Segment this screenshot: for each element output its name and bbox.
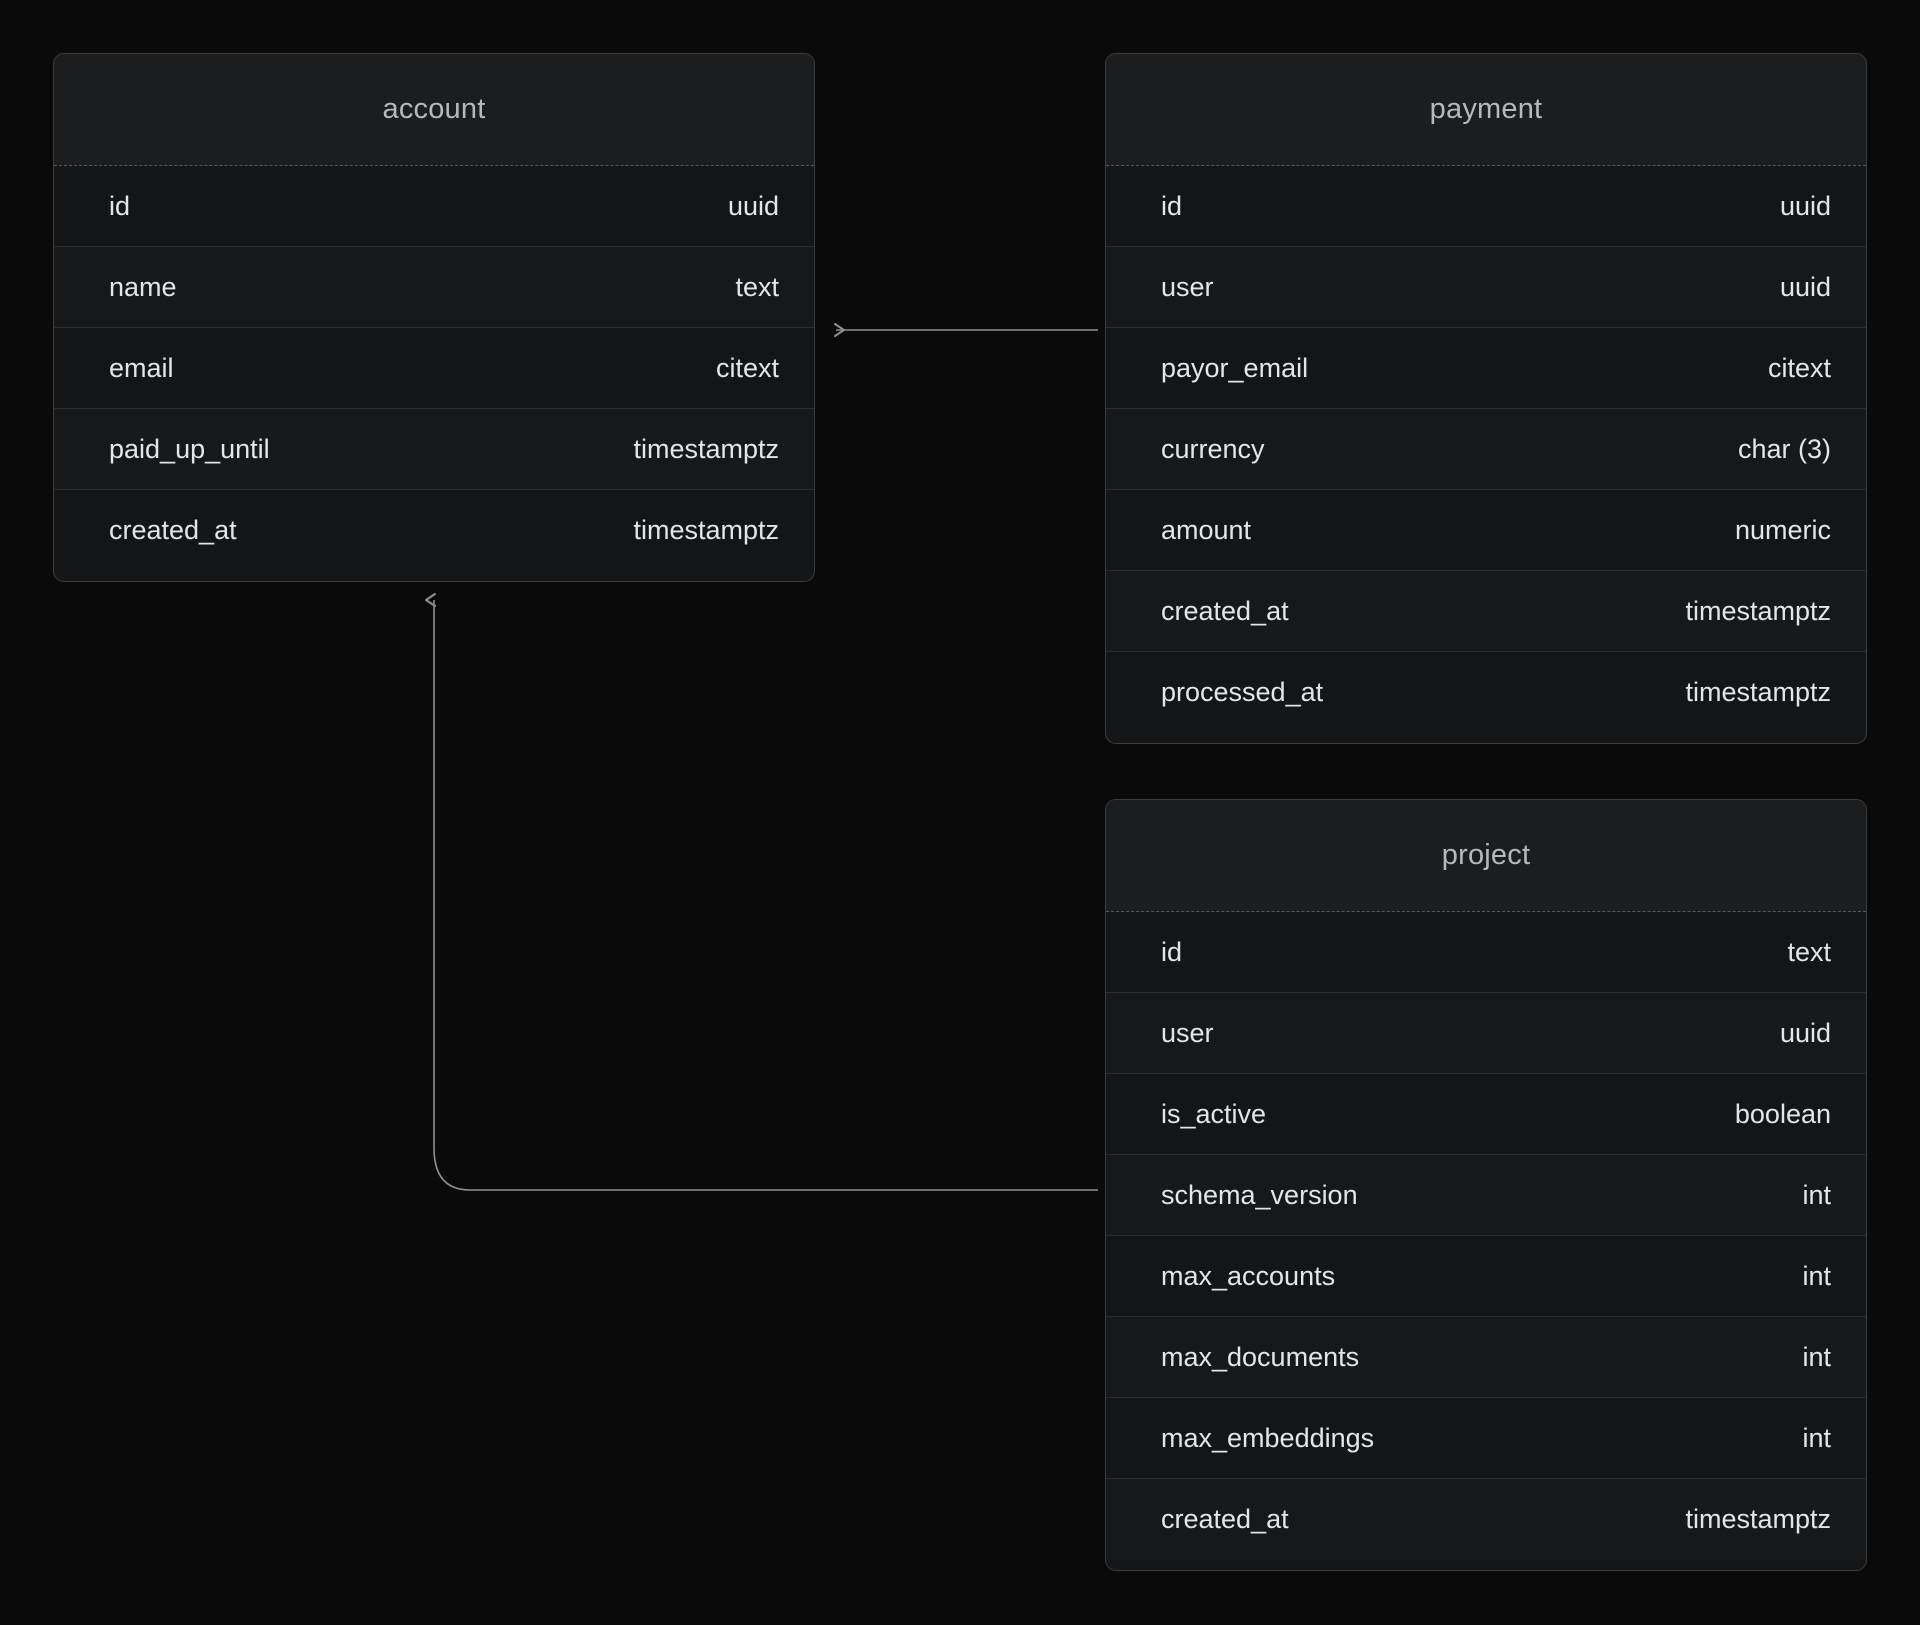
- field-row[interactable]: email citext: [54, 328, 814, 409]
- entity-account-header: account: [54, 54, 814, 166]
- field-row[interactable]: paid_up_until timestamptz: [54, 409, 814, 490]
- field-row[interactable]: name text: [54, 247, 814, 328]
- entity-payment[interactable]: payment id uuid user uuid payor_email ci…: [1105, 53, 1867, 744]
- field-name: schema_version: [1161, 1179, 1358, 1210]
- field-type: numeric: [1734, 514, 1831, 545]
- field-name: is_active: [1161, 1098, 1267, 1129]
- field-name: payor_email: [1161, 352, 1309, 383]
- entity-project-fields: id text user uuid is_active boolean sche…: [1106, 912, 1866, 1560]
- field-type: timestamptz: [1685, 595, 1831, 626]
- field-row[interactable]: max_embeddings int: [1106, 1398, 1866, 1479]
- field-type: timestamptz: [1685, 1504, 1831, 1534]
- field-row[interactable]: amount numeric: [1106, 490, 1866, 571]
- field-row[interactable]: max_documents int: [1106, 1317, 1866, 1398]
- field-type: timestamptz: [633, 433, 779, 464]
- field-type: char (3): [1737, 433, 1831, 464]
- entity-account-title: account: [382, 93, 486, 125]
- field-name: paid_up_until: [109, 433, 270, 464]
- entity-payment-header: payment: [1106, 54, 1866, 166]
- field-type: int: [1802, 1422, 1831, 1453]
- field-row[interactable]: id text: [1106, 912, 1866, 993]
- field-row[interactable]: max_accounts int: [1106, 1236, 1866, 1317]
- field-type: citext: [715, 352, 779, 383]
- field-name: user: [1161, 271, 1214, 302]
- field-name: processed_at: [1161, 677, 1324, 707]
- field-type: text: [1787, 936, 1831, 967]
- field-row[interactable]: processed_at timestamptz: [1106, 652, 1866, 733]
- field-type: uuid: [1779, 190, 1831, 221]
- field-name: id: [1161, 190, 1183, 221]
- field-type: uuid: [1779, 1017, 1831, 1048]
- field-type: uuid: [1779, 271, 1831, 302]
- field-name: currency: [1161, 433, 1265, 464]
- field-name: email: [109, 352, 174, 383]
- field-row[interactable]: is_active boolean: [1106, 1074, 1866, 1155]
- entity-payment-title: payment: [1429, 93, 1543, 125]
- field-name: id: [109, 190, 131, 221]
- field-name: created_at: [1161, 595, 1289, 626]
- entity-payment-fields: id uuid user uuid payor_email citext cur…: [1106, 166, 1866, 733]
- field-row[interactable]: schema_version int: [1106, 1155, 1866, 1236]
- field-name: created_at: [109, 515, 237, 545]
- edge-project-to-account: [425, 593, 1098, 1191]
- field-type: timestamptz: [1685, 677, 1831, 707]
- field-type: int: [1802, 1341, 1831, 1372]
- field-row[interactable]: created_at timestamptz: [54, 490, 814, 571]
- field-name: amount: [1161, 514, 1252, 545]
- field-row[interactable]: payor_email citext: [1106, 328, 1866, 409]
- field-row[interactable]: id uuid: [54, 166, 814, 247]
- entity-project-header: project: [1106, 800, 1866, 912]
- field-row[interactable]: id uuid: [1106, 166, 1866, 247]
- field-row[interactable]: user uuid: [1106, 993, 1866, 1074]
- field-type: citext: [1767, 352, 1831, 383]
- field-row[interactable]: created_at timestamptz: [1106, 1479, 1866, 1560]
- field-row[interactable]: currency char (3): [1106, 409, 1866, 490]
- field-type: int: [1802, 1260, 1831, 1291]
- field-type: int: [1802, 1179, 1831, 1210]
- entity-project-title: project: [1441, 839, 1531, 871]
- entity-account[interactable]: account id uuid name text email citext p…: [53, 53, 815, 582]
- field-name: name: [109, 271, 177, 302]
- entity-account-fields: id uuid name text email citext paid_up_u…: [54, 166, 814, 571]
- field-name: max_documents: [1161, 1341, 1360, 1372]
- field-name: max_accounts: [1161, 1260, 1336, 1291]
- field-row[interactable]: created_at timestamptz: [1106, 571, 1866, 652]
- field-name: created_at: [1161, 1504, 1289, 1534]
- field-type: uuid: [727, 190, 779, 221]
- field-type: boolean: [1734, 1098, 1831, 1129]
- field-name: user: [1161, 1017, 1214, 1048]
- field-type: text: [735, 271, 779, 302]
- entity-project[interactable]: project id text user uuid is_active bool…: [1105, 799, 1867, 1571]
- field-name: id: [1161, 936, 1183, 967]
- field-row[interactable]: user uuid: [1106, 247, 1866, 328]
- field-type: timestamptz: [633, 515, 779, 545]
- field-name: max_embeddings: [1161, 1422, 1375, 1453]
